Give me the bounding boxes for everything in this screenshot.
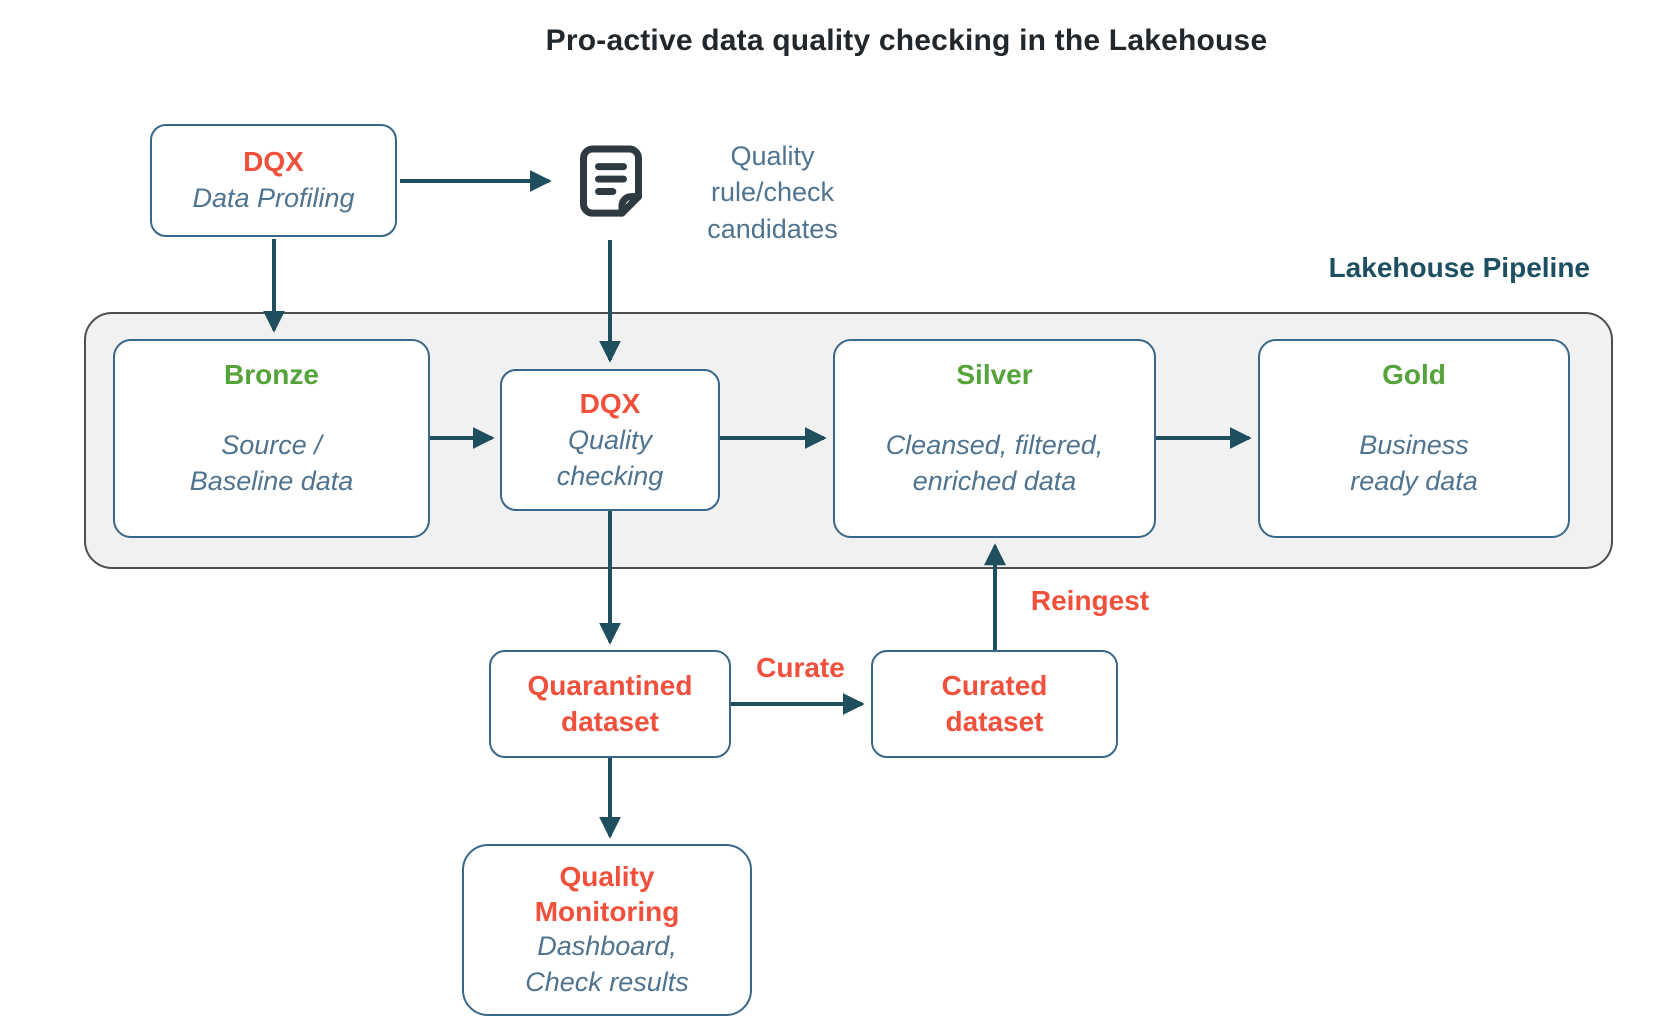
node-quarantined-dataset: Quarantined dataset [489,650,731,758]
node-bronze-body-line: Baseline data [189,465,354,496]
node-silver-body-line: enriched data [912,465,1077,496]
node-monitoring-title: Quality Monitoring [535,859,680,929]
node-bronze-title: Bronze [224,359,319,390]
node-quarantined-title-line: dataset [560,706,660,737]
node-quarantined-title-line: Quarantined [527,669,693,701]
quality-rules-line: Quality [730,141,815,171]
quality-rules-line: rule/check [710,177,835,208]
node-curated-dataset: Curated dataset [871,650,1118,758]
node-silver-body-line: Cleansed, filtered, [885,430,1104,460]
node-monitoring-body: Dashboard, Check results [525,929,689,1001]
node-curated-title-line: Curated [941,669,1048,701]
node-gold-body-line: Business [1359,430,1469,460]
node-dqx-checking: DQX Quality checking [500,369,720,511]
node-quality-monitoring: Quality Monitoring Dashboard, Check resu… [462,844,752,1016]
node-bronze: Bronze Source / Baseline data [113,339,430,538]
diagram-title: Pro-active data quality checking in the … [545,24,1268,57]
node-silver: Silver Cleansed, filtered, enriched data [833,339,1156,538]
document-icon [580,145,642,217]
node-gold: Gold Business ready data [1258,339,1570,538]
node-bronze-body: Source / Baseline data [190,428,354,500]
curate-label: Curate [756,652,845,683]
reingest-label: Reingest [1030,585,1150,616]
node-bronze-body-line: Source / [221,430,322,460]
node-curated-title: Curated dataset [942,668,1048,741]
node-dqx-profiling-body: Data Profiling [192,183,355,214]
node-monitoring-title-line: Quality [559,861,655,893]
node-monitoring-title-line: Monitoring [534,896,680,928]
lakehouse-pipeline-label: Lakehouse Pipeline [1328,252,1590,283]
node-quarantined-title: Quarantined dataset [528,668,693,741]
quality-rules-text: Quality rule/check candidates [680,138,865,247]
node-silver-title: Silver [956,359,1033,390]
node-dqx-checking-title: DQX [579,387,641,419]
node-dqx-checking-body-line: Quality [567,424,653,455]
node-dqx-checking-body: Quality checking [557,423,664,495]
node-dqx-checking-body-line: checking [556,460,664,491]
quality-rules-line: candidates [707,213,838,244]
node-gold-body-line: ready data [1350,465,1478,496]
node-curated-title-line: dataset [945,706,1044,737]
node-monitoring-body-line: Check results [525,967,689,997]
node-silver-body: Cleansed, filtered, enriched data [886,428,1104,500]
node-monitoring-body-line: Dashboard, [537,931,677,962]
node-gold-body: Business ready data [1350,428,1478,500]
node-dqx-profiling: DQX Data Profiling [150,124,397,237]
node-gold-title: Gold [1382,359,1446,390]
node-dqx-profiling-title: DQX [243,146,304,178]
